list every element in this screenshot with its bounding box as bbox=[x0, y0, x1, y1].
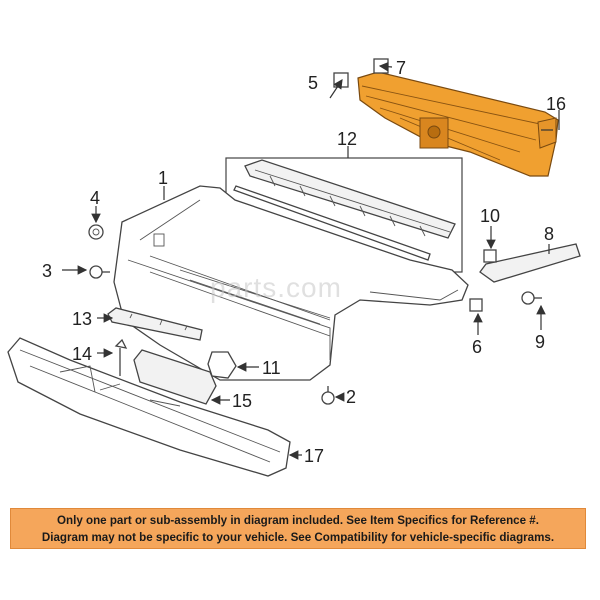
callout-13: 13 bbox=[72, 309, 92, 329]
part-3-bolt bbox=[89, 265, 110, 279]
part-6-clip bbox=[469, 298, 483, 312]
part-4-nut bbox=[88, 224, 104, 240]
banner-line-2: Diagram may not be specific to your vehi… bbox=[41, 531, 555, 544]
part-10-clip bbox=[483, 249, 497, 263]
callout-11: 11 bbox=[262, 358, 281, 378]
part-17-absorber bbox=[7, 337, 291, 477]
leader-lines bbox=[62, 61, 560, 460]
callout-6: 6 bbox=[472, 337, 482, 357]
disclaimer-banner: Only one part or sub-assembly in diagram… bbox=[10, 508, 586, 549]
callout-10: 10 bbox=[480, 206, 500, 226]
callout-17: 17 bbox=[304, 446, 324, 466]
callout-1: 1 bbox=[158, 168, 168, 188]
callout-8: 8 bbox=[544, 224, 554, 244]
callout-2: 2 bbox=[346, 387, 356, 407]
callout-12: 12 bbox=[337, 129, 357, 149]
part-1-bumper-cover bbox=[113, 185, 469, 381]
callout-14: 14 bbox=[72, 344, 92, 364]
part-12-step-pad bbox=[233, 159, 456, 261]
part-9-bolt bbox=[521, 291, 542, 305]
part-16-bumper-reinforcement bbox=[357, 71, 559, 177]
part-5-clip bbox=[333, 72, 349, 88]
banner-line-1: Only one part or sub-assembly in diagram… bbox=[57, 514, 539, 527]
callout-16: 16 bbox=[546, 94, 566, 114]
part-2-bolt bbox=[321, 386, 335, 405]
part-11-bezel bbox=[207, 351, 237, 379]
callout-9: 9 bbox=[535, 332, 545, 352]
watermark-text: parts.com bbox=[210, 272, 342, 303]
part-8-bracket bbox=[479, 243, 581, 283]
callout-7: 7 bbox=[396, 58, 406, 78]
part-14-pin bbox=[114, 338, 128, 376]
callout-15: 15 bbox=[232, 391, 252, 411]
callout-5: 5 bbox=[308, 73, 318, 93]
callout-3: 3 bbox=[42, 261, 52, 281]
callout-4: 4 bbox=[90, 188, 100, 208]
part-15-trim bbox=[133, 349, 217, 405]
